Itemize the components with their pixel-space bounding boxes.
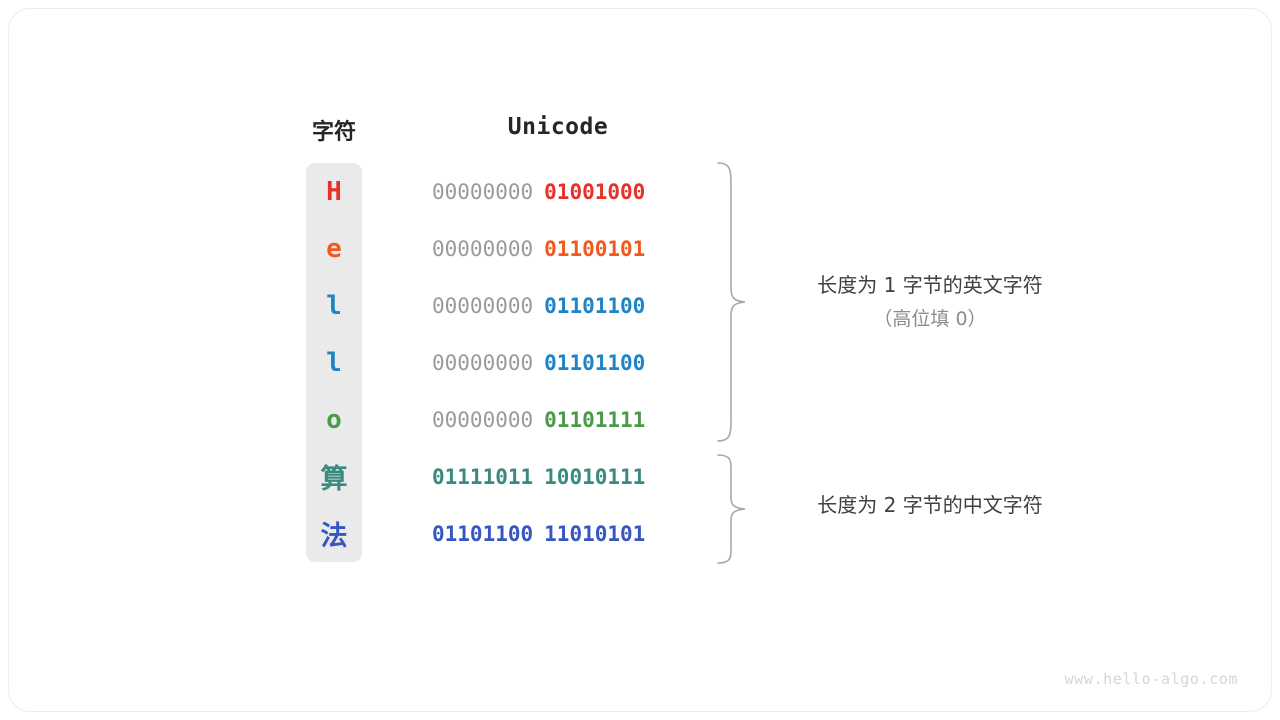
brace-one-byte [717, 162, 746, 442]
low-byte: 01100101 [544, 236, 646, 261]
character-column [306, 163, 362, 562]
unicode-binary-row: 00000000 01101100 [432, 277, 688, 334]
low-byte: 11010101 [544, 521, 646, 546]
high-byte: 00000000 [432, 236, 534, 261]
annotation-one-byte-text: 长度为 1 字节的英文字符 [817, 273, 1043, 297]
character-cell: 算 [320, 464, 348, 495]
character-cell: l [326, 347, 342, 378]
low-byte: 01001000 [544, 179, 646, 204]
figure-card [8, 8, 1272, 712]
character-cell: H [326, 176, 342, 207]
unicode-binary-row: 00000000 01001000 [432, 163, 688, 220]
high-byte: 01111011 [432, 464, 534, 489]
high-byte: 01101100 [432, 521, 534, 546]
high-byte: 00000000 [432, 350, 534, 375]
low-byte: 01101100 [544, 293, 646, 318]
low-byte: 01101111 [544, 407, 646, 432]
character-cell: l [326, 290, 342, 321]
column-header-character: 字符 [311, 119, 356, 144]
character-cell: 法 [320, 521, 348, 552]
annotation-one-byte: 长度为 1 字节的英文字符 （高位填 0） [770, 268, 1090, 336]
annotation-one-byte-subtext: （高位填 0） [873, 308, 987, 330]
unicode-binary-row: 01111011 10010111 [432, 448, 688, 505]
low-byte: 01101100 [544, 350, 646, 375]
unicode-binary-row: 00000000 01100101 [432, 220, 688, 277]
unicode-binary-row: 00000000 01101100 [432, 334, 688, 391]
unicode-binary-row: 01101100 11010101 [432, 505, 688, 562]
watermark: www.hello-algo.com [1064, 670, 1238, 688]
annotation-two-byte: 长度为 2 字节的中文字符 [770, 488, 1090, 523]
character-cell: e [326, 233, 342, 264]
low-byte: 10010111 [544, 464, 646, 489]
column-header-unicode: Unicode [507, 114, 609, 140]
brace-two-byte [717, 454, 746, 564]
high-byte: 00000000 [432, 407, 534, 432]
unicode-binary-row: 00000000 01101111 [432, 391, 688, 448]
high-byte: 00000000 [432, 293, 534, 318]
character-cell: o [326, 404, 342, 435]
annotation-two-byte-text: 长度为 2 字节的中文字符 [817, 493, 1043, 517]
high-byte: 00000000 [432, 179, 534, 204]
